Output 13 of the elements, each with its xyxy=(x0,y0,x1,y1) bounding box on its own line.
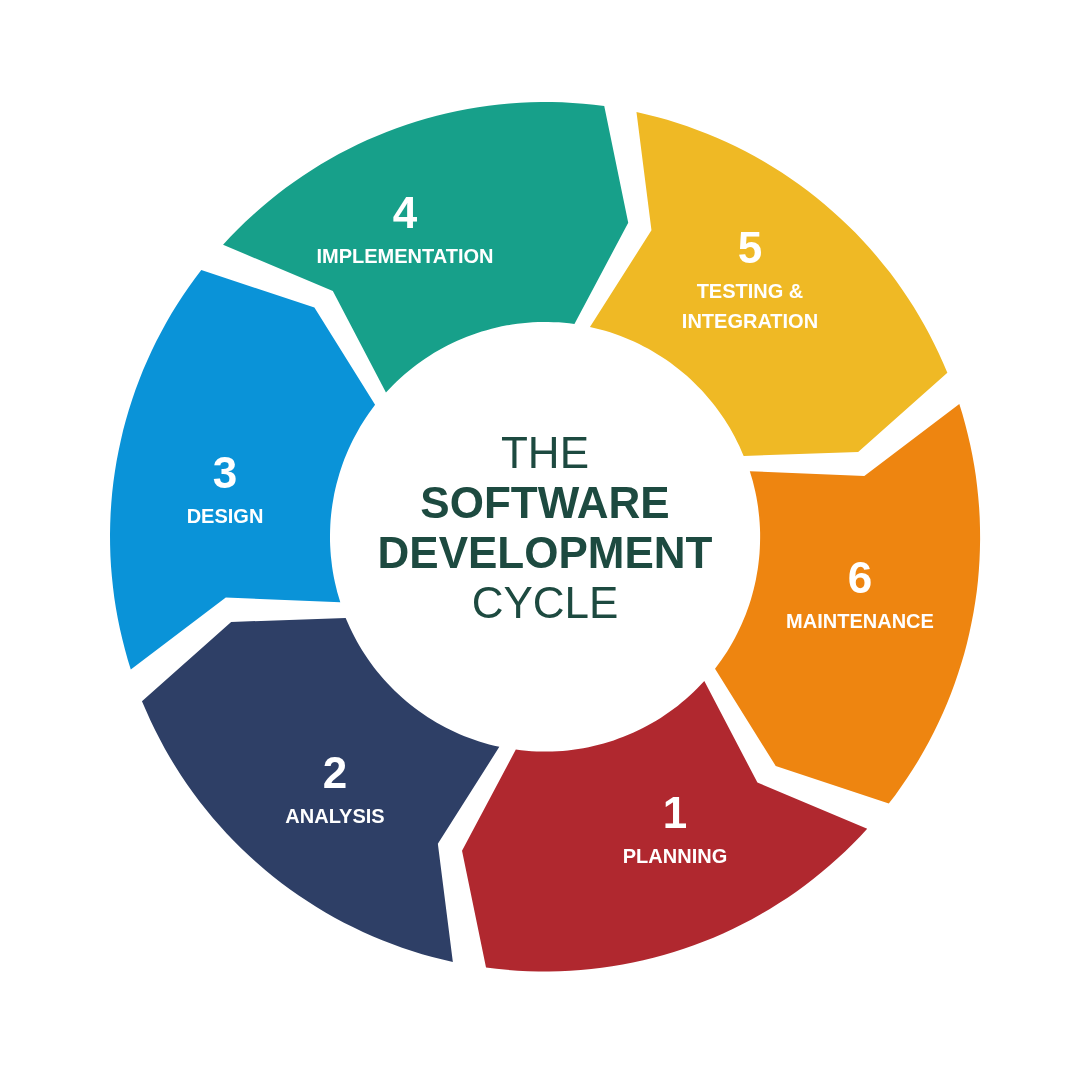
step-number: 2 xyxy=(321,749,349,797)
step-number: 5 xyxy=(736,224,764,272)
step-number: 4 xyxy=(391,189,419,237)
center-title: THE SOFTWARE DEVELOPMENT CYCLE xyxy=(377,428,713,628)
step-number: 3 xyxy=(211,449,239,497)
step-number: 1 xyxy=(661,789,689,837)
step-label: DESIGN xyxy=(186,504,264,529)
step-label: PLANNING xyxy=(622,844,728,869)
step-label: TESTING & INTEGRATION xyxy=(680,279,820,334)
step-number: 6 xyxy=(846,554,874,602)
step-label: ANALYSIS xyxy=(285,804,385,829)
step-label: MAINTENANCE xyxy=(786,609,934,634)
step-label: IMPLEMENTATION xyxy=(316,244,494,269)
